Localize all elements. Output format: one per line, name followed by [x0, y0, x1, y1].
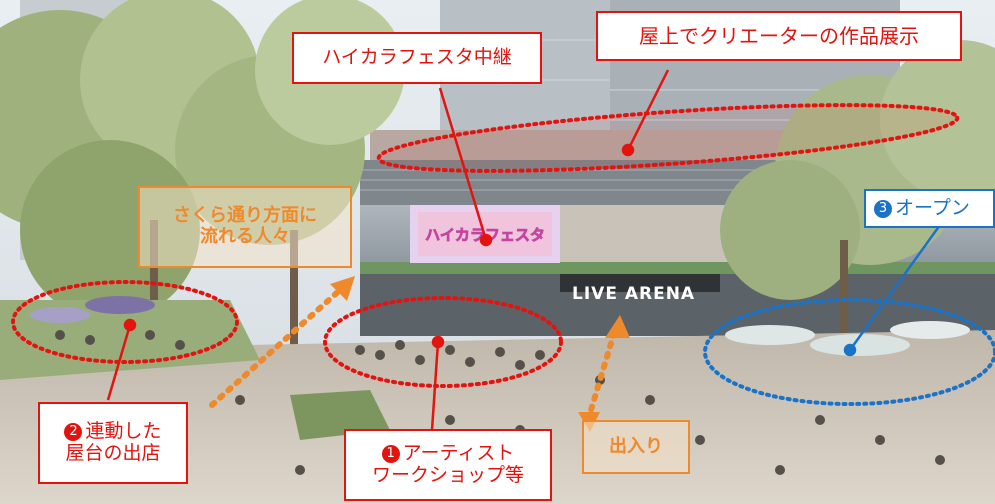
sakura-flow-line-2: 流れる人々 — [200, 226, 290, 247]
sakura-flow-line-1: さくら通り方面に — [173, 205, 317, 227]
workshop-area — [323, 296, 563, 388]
terrace-area — [703, 298, 995, 406]
artist-workshop-line-2: ワークショップ等 — [371, 464, 524, 486]
sakura-flow-label: さくら通り方面に 流れる人々 — [138, 186, 352, 268]
rooftop-exhibit-label: 屋上でクリエーターの作品展示 — [596, 11, 962, 61]
artist-workshop-text-1: アーティスト — [402, 442, 515, 465]
open-terrace-label: 3 オープン — [864, 189, 995, 228]
haikara-relay-label: ハイカラフェスタ中継 — [292, 32, 542, 84]
terrace-umbrellas — [30, 296, 970, 356]
open-terrace-text: オープン — [895, 196, 970, 219]
linked-stalls-line-2: 屋台の出店 — [65, 442, 161, 464]
number-1-badge: 1 — [381, 445, 400, 464]
live-arena-sign: LIVE ARENA — [572, 284, 696, 304]
crowd — [55, 330, 945, 475]
number-3-badge: 3 — [874, 199, 892, 218]
linked-stalls-text-1: 連動した — [85, 420, 162, 443]
number-2-badge: 2 — [64, 423, 83, 442]
rooftop-area — [376, 103, 960, 173]
stalls-area — [11, 280, 239, 364]
entrance-label: 出入り — [582, 420, 690, 474]
